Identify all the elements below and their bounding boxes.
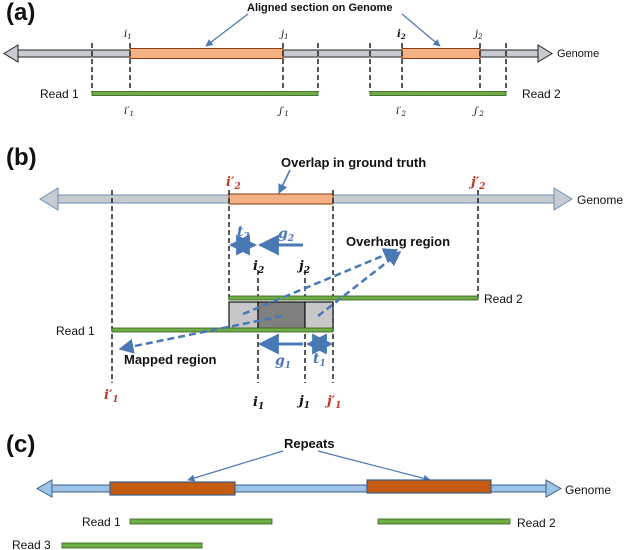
label-j2p-a: j′2 [472, 106, 484, 118]
overhang-callout: Overhang region [346, 234, 450, 249]
read-2-b [228, 295, 479, 301]
overlap-ground-truth [228, 193, 334, 205]
repeats-arrow-2 [317, 450, 431, 482]
overhang-arrow-2 [317, 251, 402, 317]
read-2-a [369, 91, 507, 96]
label-j1p-a: j′1 [277, 106, 289, 118]
genome-line-c [35, 479, 563, 498]
overlap-callout: Overlap in ground truth [281, 155, 426, 170]
genome-label-b: Genome [577, 193, 623, 207]
label-i2-a: i2 [397, 29, 406, 41]
repeat-1 [109, 481, 236, 496]
label-g2: g2 [278, 226, 294, 244]
label-j1-b: j1 [296, 394, 310, 411]
aligned-section-callout: Aligned section on Genome [247, 2, 392, 14]
label-i1p-b: i′1 [104, 388, 119, 405]
label-t2: t2 [237, 224, 250, 242]
label-j1p-b: j′1 [324, 394, 341, 411]
read-2-c [377, 518, 511, 525]
read-3-label-c: Read 3 [12, 538, 51, 550]
overhang-arrow-1 [242, 248, 399, 316]
label-j2-b: j2 [296, 259, 310, 276]
genome-label-a: Genome [557, 48, 599, 60]
panel-b: (b) Genome Overlap in ground truth i′2 j… [6, 144, 623, 412]
read-2-label-b: Read 2 [484, 292, 523, 306]
label-t1: t1 [313, 351, 326, 369]
panel-c: (c) Repeats Genome Read 1 Read 2 Read 3 [6, 431, 611, 550]
label-i1-a: i1 [124, 29, 132, 41]
overlap-callout-arrow [278, 169, 291, 194]
label-g1: g1 [275, 353, 291, 371]
callout-arrow-2 [401, 13, 441, 47]
label-i2p-a: i′2 [396, 106, 406, 118]
repeats-callout: Repeats [284, 436, 335, 451]
mapped-callout: Mapped region [124, 352, 217, 367]
label-j2-a: j2 [473, 29, 483, 41]
read-2-label-c: Read 2 [517, 516, 556, 530]
label-j2p-b: j′2 [468, 175, 485, 192]
read-1-label-b: Read 1 [56, 324, 95, 338]
aligned-section-2 [401, 48, 481, 59]
read-1-label-a: Read 1 [40, 87, 79, 101]
panel-a-label: (a) [6, 0, 35, 26]
panel-c-label: (c) [6, 431, 35, 458]
repeat-2 [366, 479, 492, 494]
label-i2-b: i2 [253, 259, 264, 276]
genome-label-c: Genome [565, 483, 611, 497]
panel-b-label: (b) [6, 144, 37, 171]
read-2-label-a: Read 2 [522, 87, 561, 101]
read-1-a [91, 91, 319, 96]
callout-arrow-1 [205, 13, 249, 47]
label-i2p-b: i′2 [226, 175, 241, 192]
panel-a: (a) Genome Aligned section on Genome i1 … [3, 0, 599, 118]
label-i1-b: i1 [253, 395, 264, 412]
repeats-arrow-1 [187, 450, 284, 482]
label-i1p-a: i′1 [124, 106, 134, 118]
mapped-arrow [118, 314, 283, 354]
label-j1-a: j1 [279, 29, 289, 41]
read-3-c [61, 542, 203, 549]
read-1-c [129, 518, 273, 525]
aligned-section-1 [129, 48, 284, 59]
read-1-label-c: Read 1 [82, 515, 121, 529]
